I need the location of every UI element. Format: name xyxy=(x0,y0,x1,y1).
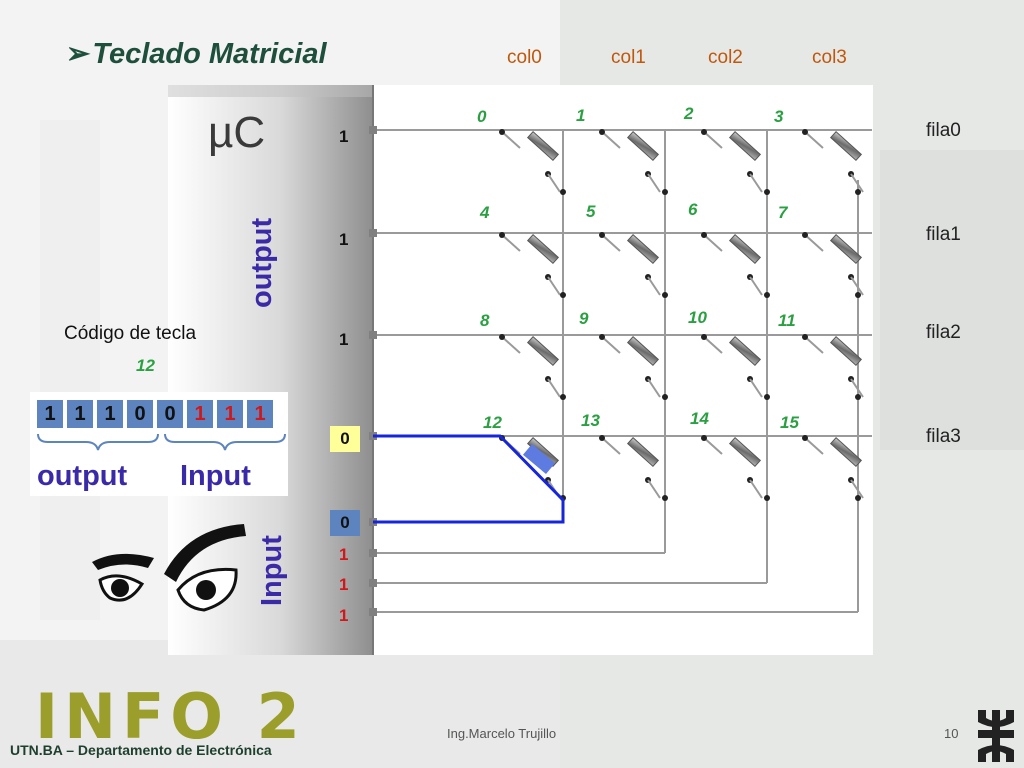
key-switch xyxy=(802,232,864,298)
output-pin-value: 1 xyxy=(339,330,349,349)
microcontroller-label: µC xyxy=(208,108,266,157)
key-number: 12 xyxy=(483,413,502,432)
key-number: 4 xyxy=(480,203,490,222)
col-label-3: col3 xyxy=(812,47,847,68)
pressed-key-indicator xyxy=(523,443,555,475)
footer-department: UTN.BA – Departamento de Electrónica xyxy=(10,742,272,758)
row-label-0: fila0 xyxy=(926,120,961,141)
key-switch xyxy=(802,334,864,400)
code-bit: 1 xyxy=(67,400,93,428)
key-number: 15 xyxy=(780,413,799,432)
row-label-3: fila3 xyxy=(926,426,961,447)
key-switch xyxy=(499,129,566,195)
code-bit: 0 xyxy=(157,400,183,428)
info2-logo: INFO 2 xyxy=(35,680,306,753)
utn-logo-icon xyxy=(978,710,1014,762)
key-code-label: Código de tecla xyxy=(64,323,197,344)
code-bit: 1 xyxy=(97,400,123,428)
key-number: 7 xyxy=(778,203,788,222)
code-output-label: output xyxy=(37,460,128,492)
key-switch xyxy=(802,129,864,195)
input-pin-value: 1 xyxy=(339,545,349,564)
key-code-value: 12 xyxy=(136,356,155,375)
key-number: 3 xyxy=(774,107,784,126)
key-switch xyxy=(499,232,566,298)
key-number: 8 xyxy=(480,311,490,330)
key-number: 1 xyxy=(576,106,586,125)
code-input-label: Input xyxy=(180,460,251,492)
code-bit: 1 xyxy=(37,400,63,428)
microcontroller-block xyxy=(168,85,373,655)
key-number: 13 xyxy=(581,411,600,430)
output-side-label: output xyxy=(246,217,278,308)
arrow-bullet-icon: ➢ xyxy=(66,38,91,70)
col-label-0: col0 xyxy=(507,47,542,68)
code-bit: 0 xyxy=(127,400,153,428)
row-label-1: fila1 xyxy=(926,224,961,245)
col-label-2: col2 xyxy=(708,47,743,68)
key-switch xyxy=(599,129,668,195)
page-number: 10 xyxy=(944,726,959,741)
slide-title: ➢Teclado Matricial xyxy=(66,36,327,71)
key-number: 2 xyxy=(684,104,694,123)
title-text: Teclado Matricial xyxy=(92,38,327,70)
input-pin-value: 1 xyxy=(339,575,349,594)
key-code-bits: 1 1 1 0 0 1 1 1 xyxy=(37,400,277,428)
output-pin-value: 1 xyxy=(339,230,349,249)
key-switch xyxy=(701,232,770,298)
bit-group-braces xyxy=(37,433,286,451)
key-switch xyxy=(802,435,864,501)
key-switch xyxy=(701,334,770,400)
key-number: 5 xyxy=(586,202,596,221)
input-pin-value-highlighted: 0 xyxy=(330,510,360,536)
key-number: 10 xyxy=(688,308,707,327)
code-bit: 1 xyxy=(187,400,213,428)
input-side-label: Input xyxy=(256,535,288,606)
key-switch xyxy=(701,435,770,501)
row-label-2: fila2 xyxy=(926,322,961,343)
footer-author: Ing.Marcelo Trujillo xyxy=(447,726,557,741)
code-bit: 1 xyxy=(247,400,273,428)
key-number: 14 xyxy=(690,409,709,428)
key-switch xyxy=(499,334,566,400)
key-switch xyxy=(599,334,668,400)
key-number: 0 xyxy=(477,107,487,126)
key-switch xyxy=(701,129,770,195)
key-number: 9 xyxy=(579,309,589,328)
input-pin-value: 1 xyxy=(339,606,349,625)
key-switch xyxy=(599,435,668,501)
active-path xyxy=(373,434,565,524)
key-number: 6 xyxy=(688,200,698,219)
code-bit: 1 xyxy=(217,400,243,428)
eyes-icon xyxy=(92,524,246,612)
output-pin-value: 1 xyxy=(339,127,349,146)
key-switch xyxy=(599,232,668,298)
col-label-1: col1 xyxy=(611,47,646,68)
key-number: 11 xyxy=(778,311,796,330)
output-pin-value-highlighted: 0 xyxy=(330,426,360,452)
